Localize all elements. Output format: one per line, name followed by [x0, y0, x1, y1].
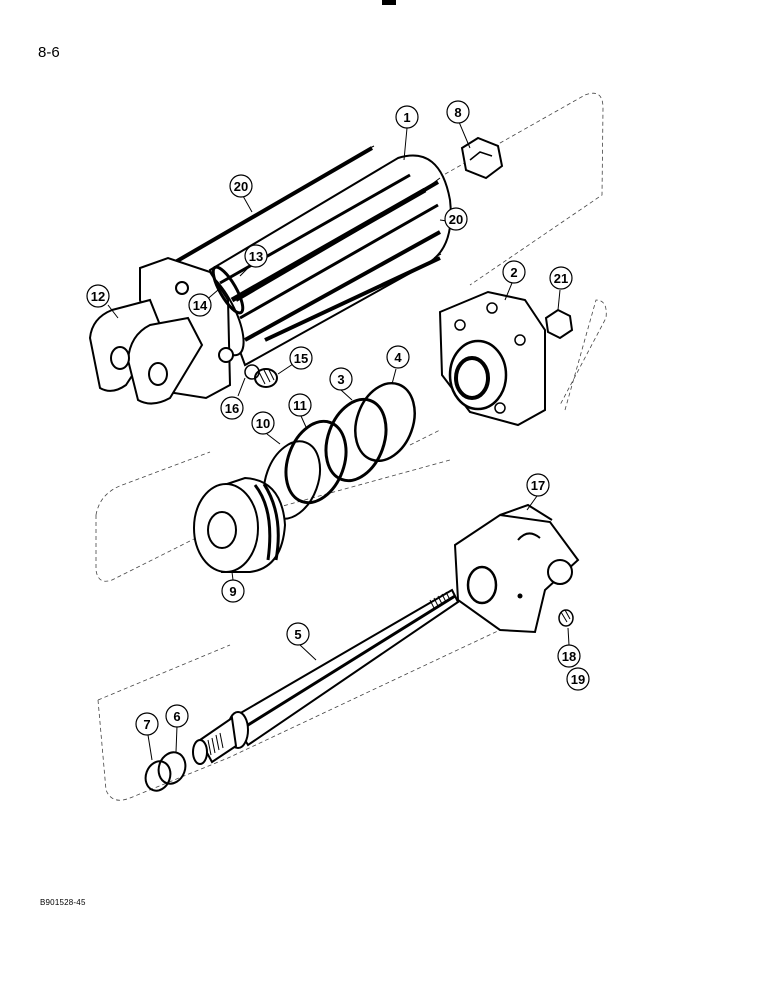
- rod-seal: [144, 760, 172, 792]
- callout-10-label: 10: [256, 416, 270, 431]
- callout-6-label: 6: [173, 709, 180, 724]
- callout-17-circle: [526, 473, 550, 497]
- callout-19-circle: [566, 667, 590, 691]
- callout-11-circle: [288, 393, 312, 417]
- tie-rod-upper: [163, 145, 375, 273]
- callout-20a-label: 20: [234, 179, 248, 194]
- callout-2-circle: [502, 260, 526, 284]
- callout-circles: [86, 100, 590, 736]
- callout-19-label: 19: [571, 672, 585, 687]
- callout-17-label: 17: [531, 478, 545, 493]
- head-o-ring: [324, 397, 388, 483]
- callout-8-label: 8: [454, 105, 461, 120]
- callout-14-circle: [188, 293, 212, 317]
- callout-10-circle: [251, 411, 275, 435]
- tie-rod-nut-upper: [460, 136, 504, 180]
- port-plug: [254, 368, 278, 388]
- callout-12-label: 12: [91, 289, 105, 304]
- callout-20b-label: 20: [449, 212, 463, 227]
- piston-group-outline: [95, 451, 451, 582]
- backup-ring: [354, 381, 416, 463]
- callout-11-label: 11: [293, 398, 307, 413]
- callout-20a-circle: [229, 174, 253, 198]
- callout-16-circle: [220, 396, 244, 420]
- piston: [193, 476, 287, 573]
- callout-9-label: 9: [229, 584, 236, 599]
- rod-end-head: [438, 290, 546, 427]
- callout-8-circle: [446, 100, 470, 124]
- document-code: B901528-45: [40, 898, 86, 907]
- callout-13-label: 13: [249, 249, 263, 264]
- callout-1-label: 1: [403, 110, 410, 125]
- barrel-o-ring: [211, 265, 245, 315]
- callout-12-circle: [86, 284, 110, 308]
- piston-seal: [284, 419, 348, 505]
- callout-18-label: 18: [562, 649, 576, 664]
- callout-5-circle: [286, 622, 310, 646]
- callout-4-label: 4: [394, 350, 402, 365]
- callout-13-circle: [244, 244, 268, 268]
- group-outlines: [95, 92, 607, 801]
- page-number: 8-6: [38, 44, 60, 61]
- rod-wiper: [157, 751, 187, 785]
- callout-9-circle: [221, 579, 245, 603]
- callout-5-label: 5: [294, 627, 301, 642]
- rod-group-outline: [97, 629, 501, 801]
- callout-7-circle: [135, 712, 159, 736]
- callout-18-circle: [557, 644, 581, 668]
- callout-16-label: 16: [225, 401, 239, 416]
- tie-rod-right: [234, 177, 442, 342]
- tie-rod-nut-lower: [544, 308, 574, 340]
- piston-rod: [192, 588, 460, 765]
- clevis-end-cap: [88, 256, 234, 405]
- plug-o-ring: [244, 364, 260, 380]
- callout-4-circle: [386, 345, 410, 369]
- callout-7-label: 7: [143, 717, 150, 732]
- callout-14-label: 14: [193, 298, 208, 313]
- grease-fitting: [558, 609, 574, 627]
- callout-3-label: 3: [337, 372, 344, 387]
- callout-3-circle: [329, 367, 353, 391]
- callout-21-label: 21: [554, 271, 568, 286]
- callout-1-circle: [395, 105, 419, 129]
- callout-21-circle: [549, 266, 573, 290]
- callout-2-label: 2: [510, 265, 517, 280]
- barrel-group-outline: [377, 92, 604, 286]
- gland-group-outline: [409, 299, 607, 446]
- top-edge-fragment: [382, 0, 396, 5]
- callout-20b-circle: [444, 207, 468, 231]
- callout-15-circle: [289, 346, 313, 370]
- callout-15-label: 15: [294, 351, 308, 366]
- callout-6-circle: [165, 704, 189, 728]
- rod-clevis: [453, 503, 580, 634]
